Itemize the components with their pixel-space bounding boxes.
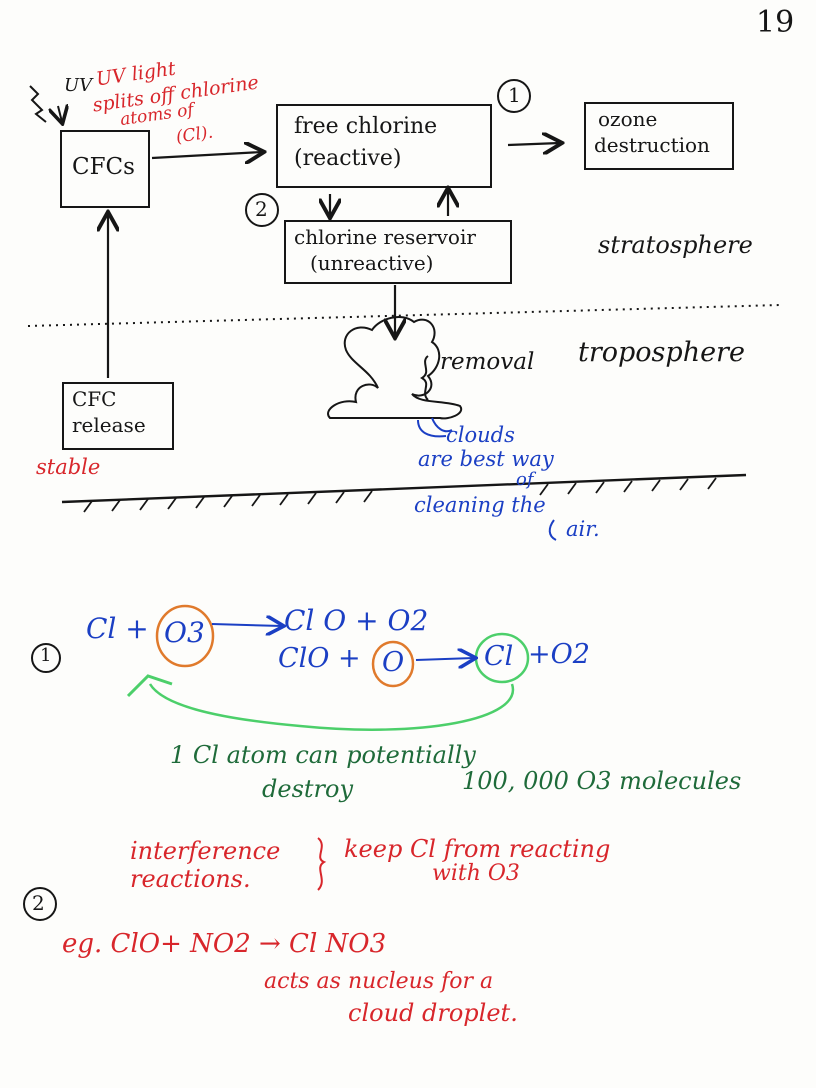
interference-right-2: with O3 [432, 861, 520, 886]
release-label-2: release [72, 413, 146, 437]
example-note-2: cloud droplet. [348, 999, 518, 1027]
ozone-label-1: ozone [598, 107, 658, 131]
reaction2-o: O [382, 647, 405, 678]
uv-label: UV [64, 75, 93, 96]
potential-note-count: 100, 000 O3 molecules [462, 767, 742, 795]
interference-left-2: reactions. [130, 865, 251, 893]
ground-line [61, 473, 747, 504]
stratosphere-label: stratosphere [598, 231, 753, 259]
reaction2-cl: Cl [484, 641, 514, 672]
uv-zigzag-icon [29, 85, 47, 123]
release-box: CFC release [62, 382, 174, 450]
troposphere-label: troposphere [578, 337, 745, 368]
tropopause-dotted-line [27, 304, 781, 327]
marker-1: 1 [508, 83, 521, 107]
reaction2-right: +O2 [528, 639, 590, 670]
free-chlorine-label-2: (reactive) [294, 146, 402, 171]
potential-note-destroy: destroy [262, 775, 354, 803]
ozone-label-2: destruction [594, 133, 710, 157]
reservoir-box: chlorine reservoir (unreactive) [284, 220, 512, 284]
clouds-note-2: are best way [418, 447, 554, 471]
reaction1-left: Cl + [86, 612, 149, 645]
recycle-loop-arrow [148, 683, 515, 731]
interference-left-1: interference [130, 837, 281, 865]
clouds-note-3: of [516, 469, 534, 490]
example-note-1: acts as nucleus for a [264, 969, 494, 994]
reaction1-o3: O3 [164, 616, 205, 649]
stable-label: stable [36, 455, 101, 479]
arrow-to-ozone [507, 143, 560, 145]
cloud-icon [327, 315, 463, 420]
o3-circle [155, 604, 215, 668]
clouds-note-1: clouds [446, 423, 515, 447]
release-label-1: CFC [72, 387, 117, 411]
reservoir-label-1: chlorine reservoir [294, 225, 476, 249]
reaction1-right: Cl O + O2 [284, 604, 429, 637]
marker-1b-circle [31, 643, 61, 673]
page-number: 19 [756, 5, 795, 40]
marker-2b-circle [23, 887, 57, 921]
reaction2-left: ClO + [278, 643, 361, 674]
free-chlorine-box: free chlorine (reactive) [276, 104, 492, 188]
reservoir-label-2: (unreactive) [310, 251, 434, 275]
arrow-cfcs-to-free-chlorine [151, 152, 262, 158]
ground-hatching [83, 477, 717, 513]
ozone-box: ozone destruction [584, 102, 734, 170]
o-circle [371, 640, 415, 688]
clouds-note-5: air. [566, 517, 600, 541]
marker-1-circle [497, 79, 531, 113]
marker-2: 2 [255, 197, 268, 221]
cfcs-label: CFCs [72, 154, 135, 180]
cfcs-box: CFCs [60, 130, 150, 208]
interference-right-1: keep Cl from reacting [344, 835, 611, 863]
clouds-note-4: cleaning the [414, 493, 546, 517]
example-equation: eg. ClO+ NO2 → Cl NO3 [62, 929, 387, 959]
removal-label: removal [440, 349, 535, 375]
potential-note-1: 1 Cl atom can potentially [170, 741, 476, 769]
marker-2b: 2 [32, 891, 45, 915]
marker-2-circle [245, 193, 279, 227]
free-chlorine-label-1: free chlorine [294, 114, 438, 139]
marker-1b: 1 [40, 645, 52, 666]
